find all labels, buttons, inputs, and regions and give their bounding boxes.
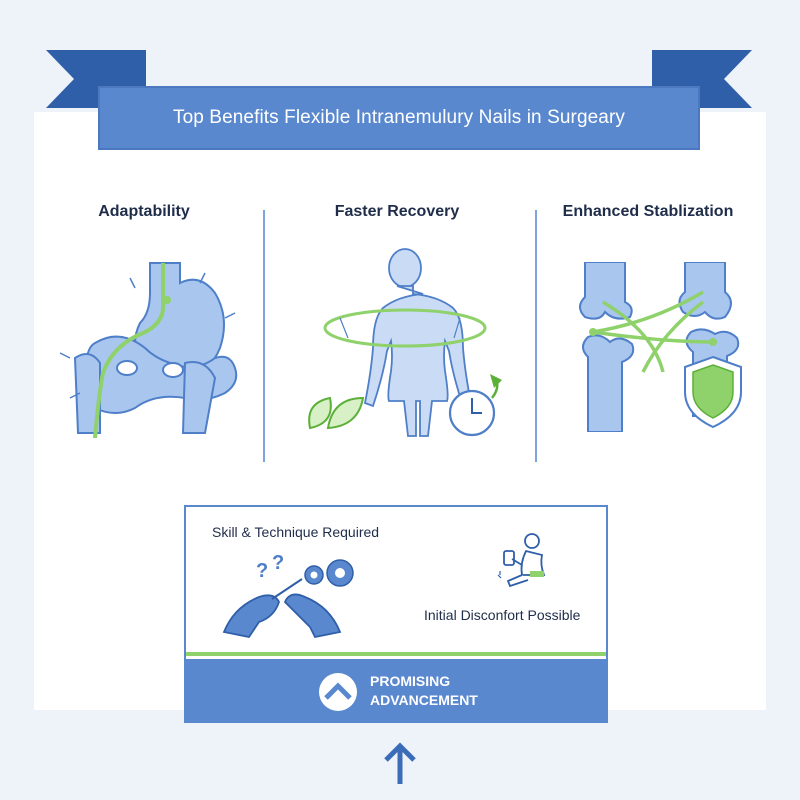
benefit-title-recovery: Faster Recovery — [334, 203, 460, 220]
skill-technique-label: Skill & Technique Required — [212, 524, 380, 540]
hands-with-gears-icon: ? ? — [222, 552, 354, 639]
promising-advancement-text: PROMISING ADVANCEMENT — [370, 672, 478, 710]
human-body-with-clock-icon — [308, 248, 502, 437]
svg-text:?: ? — [256, 560, 268, 582]
benefit-title-stabilization: Enhanced Stablization — [562, 203, 734, 220]
benefit-title-adaptability: Adaptability — [98, 203, 190, 220]
person-discomfort-icon — [497, 533, 546, 588]
considerations-box: Skill & Technique Required ? ? Initial D… — [184, 505, 608, 723]
promise-line-1: PROMISING — [370, 673, 451, 689]
column-divider — [263, 210, 265, 462]
promising-advancement-bar: PROMISING ADVANCEMENT — [186, 659, 606, 723]
promise-line-2: ADVANCEMENT — [370, 692, 478, 708]
up-arrow-icon — [384, 742, 416, 784]
upward-chevron-logo-icon — [319, 673, 357, 711]
hip-joint-with-nail-icon — [59, 262, 238, 438]
title-banner: Top Benefits Flexible Intranemulury Nail… — [98, 86, 700, 150]
page-title: Top Benefits Flexible Intranemulury Nail… — [172, 107, 625, 128]
green-accent-line — [186, 652, 606, 656]
discomfort-label: Initial Disconfort Possible — [424, 607, 581, 623]
column-divider — [535, 210, 537, 462]
bone-fracture-with-shield-icon — [579, 262, 742, 432]
svg-text:?: ? — [272, 552, 284, 574]
